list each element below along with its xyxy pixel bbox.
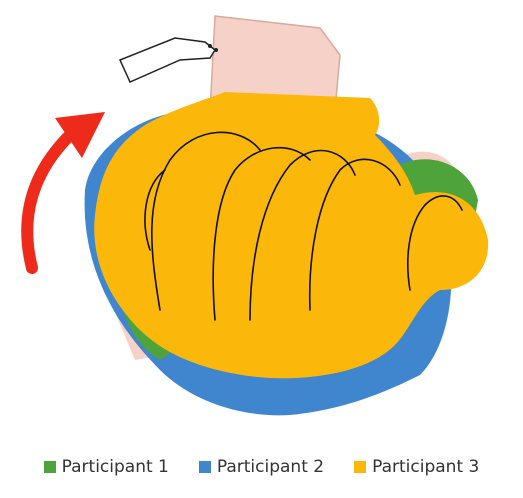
legend-item-participant-2: Participant 2 [199, 457, 324, 477]
legend: Participant 1 Participant 2 Participant … [0, 452, 523, 482]
participant-2-swatch [199, 461, 211, 473]
legend-item-participant-3: Participant 3 [354, 457, 479, 477]
hand-grip-diagram [0, 0, 523, 430]
stylus-icon [120, 38, 218, 82]
participant-3-swatch [354, 461, 366, 473]
participant-2-label: Participant 2 [217, 457, 324, 477]
participant-3-label: Participant 3 [372, 457, 479, 477]
legend-item-participant-1: Participant 1 [44, 457, 169, 477]
participant-1-label: Participant 1 [62, 457, 169, 477]
participant-1-swatch [44, 461, 56, 473]
